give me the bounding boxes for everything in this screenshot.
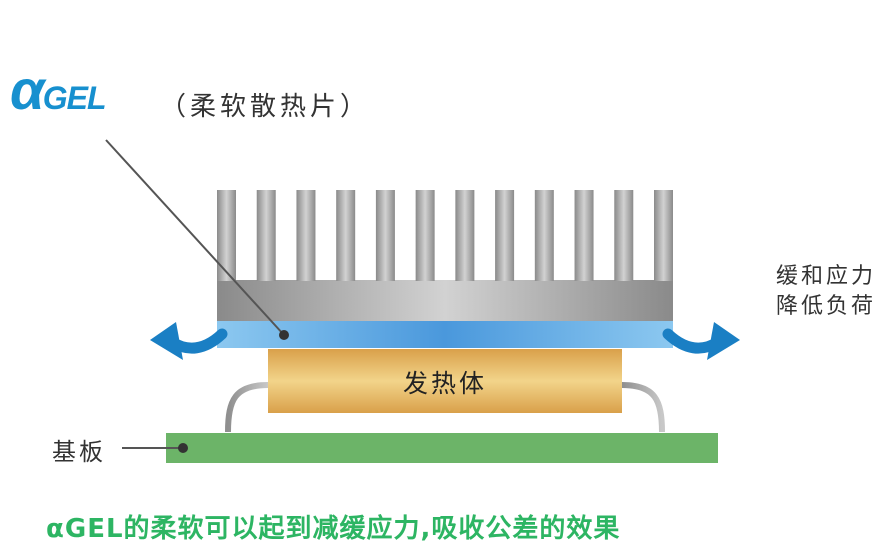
- heat-sink-fin: [217, 190, 236, 281]
- heat-sink-fin: [455, 190, 475, 281]
- heat-sink-fin: [375, 190, 395, 281]
- heat-source-block: [268, 349, 622, 413]
- logo-word: GEL: [42, 80, 107, 116]
- heat-sink-fins: [217, 190, 673, 281]
- gel-sheet-label: （柔软散热片）: [160, 92, 371, 122]
- summary-caption: αGEL的柔软可以起到减缓应力,吸收公差的效果: [46, 514, 621, 544]
- gel-leader-dot: [279, 330, 289, 340]
- heat-source-label: 发热体: [402, 368, 487, 398]
- stress-arrow-right: [662, 322, 740, 360]
- heat-sink-fin: [296, 190, 316, 281]
- heat-sink-fin: [336, 190, 356, 281]
- stress-arrow-left: [150, 322, 228, 360]
- stress-relief-label: 缓和应力 降低负荷: [776, 262, 876, 322]
- lead-wire-left: [225, 382, 269, 433]
- gel-leader-line: [105, 139, 285, 336]
- stress-label-line1: 缓和应力: [776, 264, 877, 289]
- heat-sink-fin: [415, 190, 435, 281]
- alpha-gel-logo: α GEL: [10, 58, 107, 121]
- substrate-leader-dot: [178, 443, 188, 453]
- heat-sink-fin: [574, 190, 594, 281]
- gel-sheet: [217, 321, 673, 348]
- heat-sink-base: [217, 280, 673, 321]
- stress-label-line2: 降低负荷: [776, 294, 877, 319]
- heat-sink-fin: [495, 190, 515, 281]
- heat-sink: [217, 190, 673, 321]
- logo-alpha: α: [10, 58, 45, 121]
- substrate-label: 基板: [52, 438, 106, 466]
- heat-sink-fin: [256, 190, 276, 281]
- substrate-board: [166, 433, 718, 463]
- heat-sink-fin: [614, 190, 634, 281]
- heat-sink-fin: [534, 190, 554, 281]
- lead-wire-right: [621, 382, 665, 433]
- heat-sink-fin: [654, 190, 673, 281]
